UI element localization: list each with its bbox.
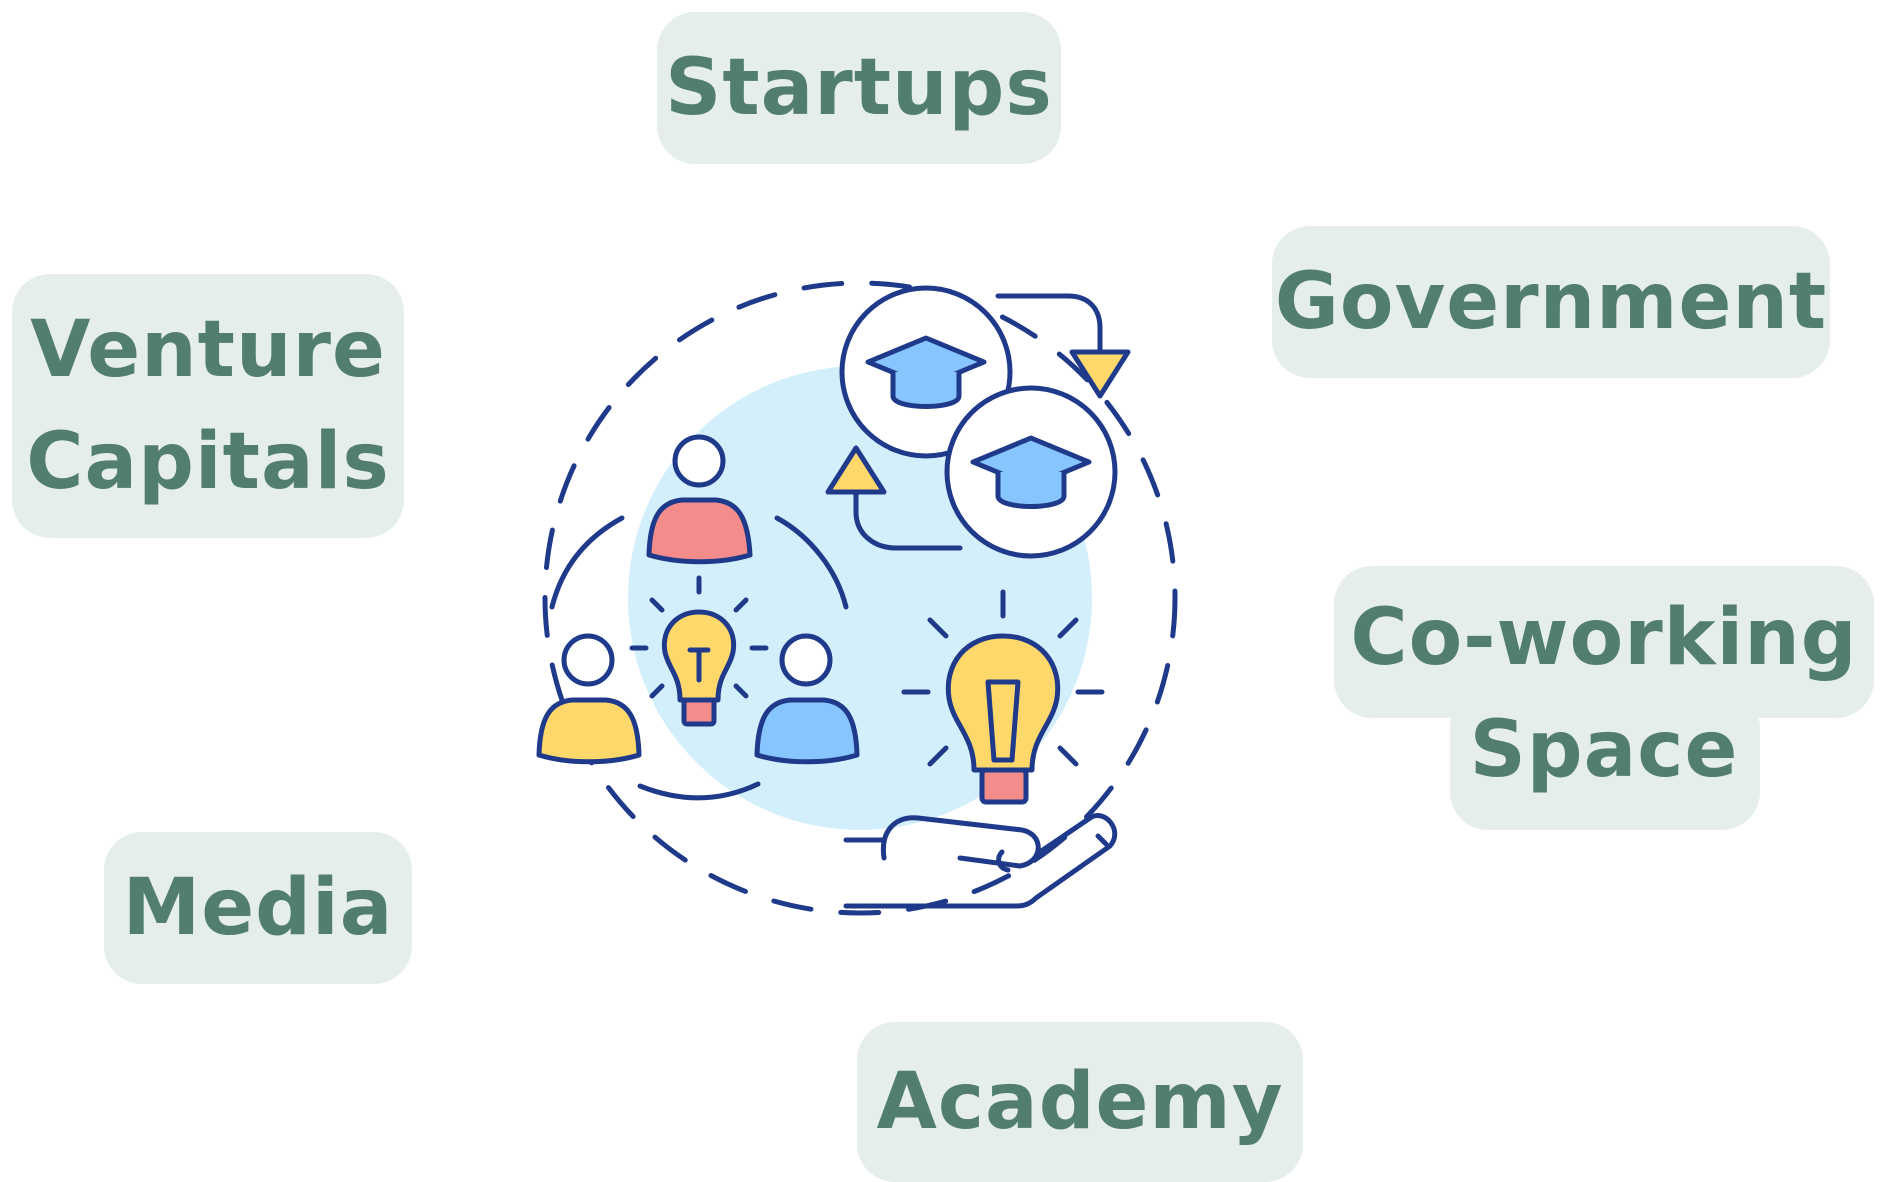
team-arc [549,515,849,801]
cycle-arrow-icon [825,293,1131,551]
person-blue-icon [754,633,860,765]
node-startups: Startups [657,12,1061,164]
node-label: Academy [876,1057,1284,1147]
node-label: Startups [665,43,1053,133]
node-label: Venture Capitals [26,305,390,507]
node-coworking-space-lower [1450,690,1760,830]
node-government: Government [1272,226,1830,378]
node-media: Media [104,832,412,984]
node-venture-capitals: Venture Capitals [12,274,404,538]
hand-icon [843,813,1118,909]
person-yellow-icon [536,633,642,765]
graduation-cap-icon [944,385,1118,559]
small-lightbulb-icon [629,575,769,727]
dashed-ring [542,280,1178,916]
node-coworking-label-wrapper: Co-working Space [1334,582,1874,806]
node-label: Co-working Space [1350,593,1858,795]
large-lightbulb-icon [901,589,1105,805]
person-red-icon [646,434,753,565]
node-label: Government [1274,257,1828,347]
node-label: Media [122,863,394,953]
node-academy: Academy [857,1022,1303,1182]
